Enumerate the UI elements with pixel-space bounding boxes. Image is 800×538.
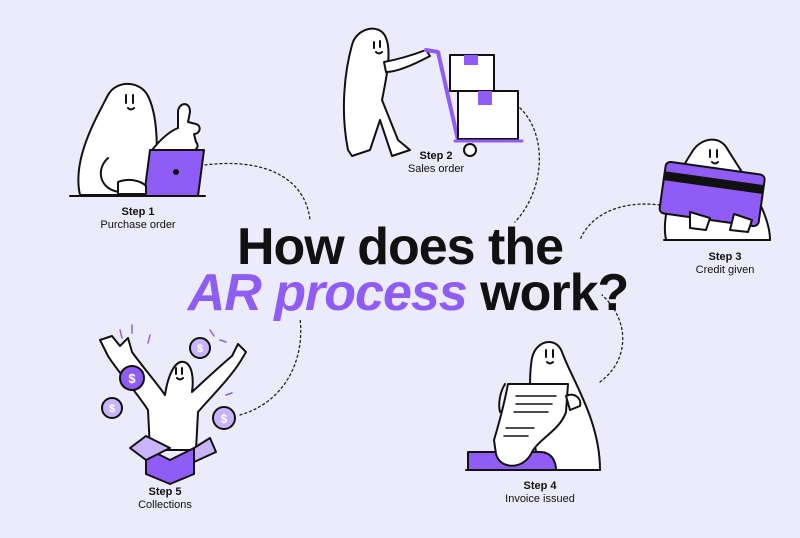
step-name: Purchase order xyxy=(100,219,176,231)
step-number: Step 1 xyxy=(121,206,155,218)
step-4-label: Step 4 Invoice issued xyxy=(470,480,610,506)
credit-given-figure xyxy=(658,138,771,241)
step-number: Step 5 xyxy=(148,486,182,498)
coin-symbol: $ xyxy=(128,371,136,386)
step-2-label: Step 2 Sales order xyxy=(366,150,506,176)
coin-symbol: $ xyxy=(197,343,203,355)
collections-figure xyxy=(99,324,247,485)
coin-symbol: $ xyxy=(109,403,115,415)
sales-order-figure xyxy=(342,27,524,157)
step-3-label: Step 3 Credit given xyxy=(655,251,795,277)
step-1-label: Step 1 Purchase order xyxy=(68,206,208,232)
coin-icon xyxy=(212,406,236,430)
purchase-order-figure xyxy=(69,82,206,197)
connector-1-2 xyxy=(204,162,311,221)
headline-text: How does the xyxy=(236,218,564,276)
step-name: Credit given xyxy=(695,264,755,276)
step-number: Step 3 xyxy=(708,251,742,263)
step-name: Sales order xyxy=(407,163,465,175)
step-5-label: Step 5 Collections xyxy=(95,486,235,512)
coin-icon xyxy=(101,397,123,419)
connector-3-4 xyxy=(579,203,661,241)
connector-4-5 xyxy=(599,294,624,383)
connector-2-3 xyxy=(514,107,540,223)
invoice-issued-figure xyxy=(465,341,601,471)
coin-icon xyxy=(119,365,145,391)
connector-5-1 xyxy=(239,317,302,416)
step-number: Step 4 xyxy=(523,480,557,492)
headline-line-1: How does the xyxy=(0,217,800,277)
coin-symbol: $ xyxy=(221,412,228,426)
step-name: Invoice issued xyxy=(505,493,575,505)
headline-rest: work? xyxy=(480,264,629,322)
step-number: Step 2 xyxy=(419,150,453,162)
headline-accent: AR process xyxy=(187,264,468,322)
headline-line-2: AR process work? xyxy=(8,263,800,323)
step-name: Collections xyxy=(138,499,192,511)
coin-icon xyxy=(189,337,211,359)
